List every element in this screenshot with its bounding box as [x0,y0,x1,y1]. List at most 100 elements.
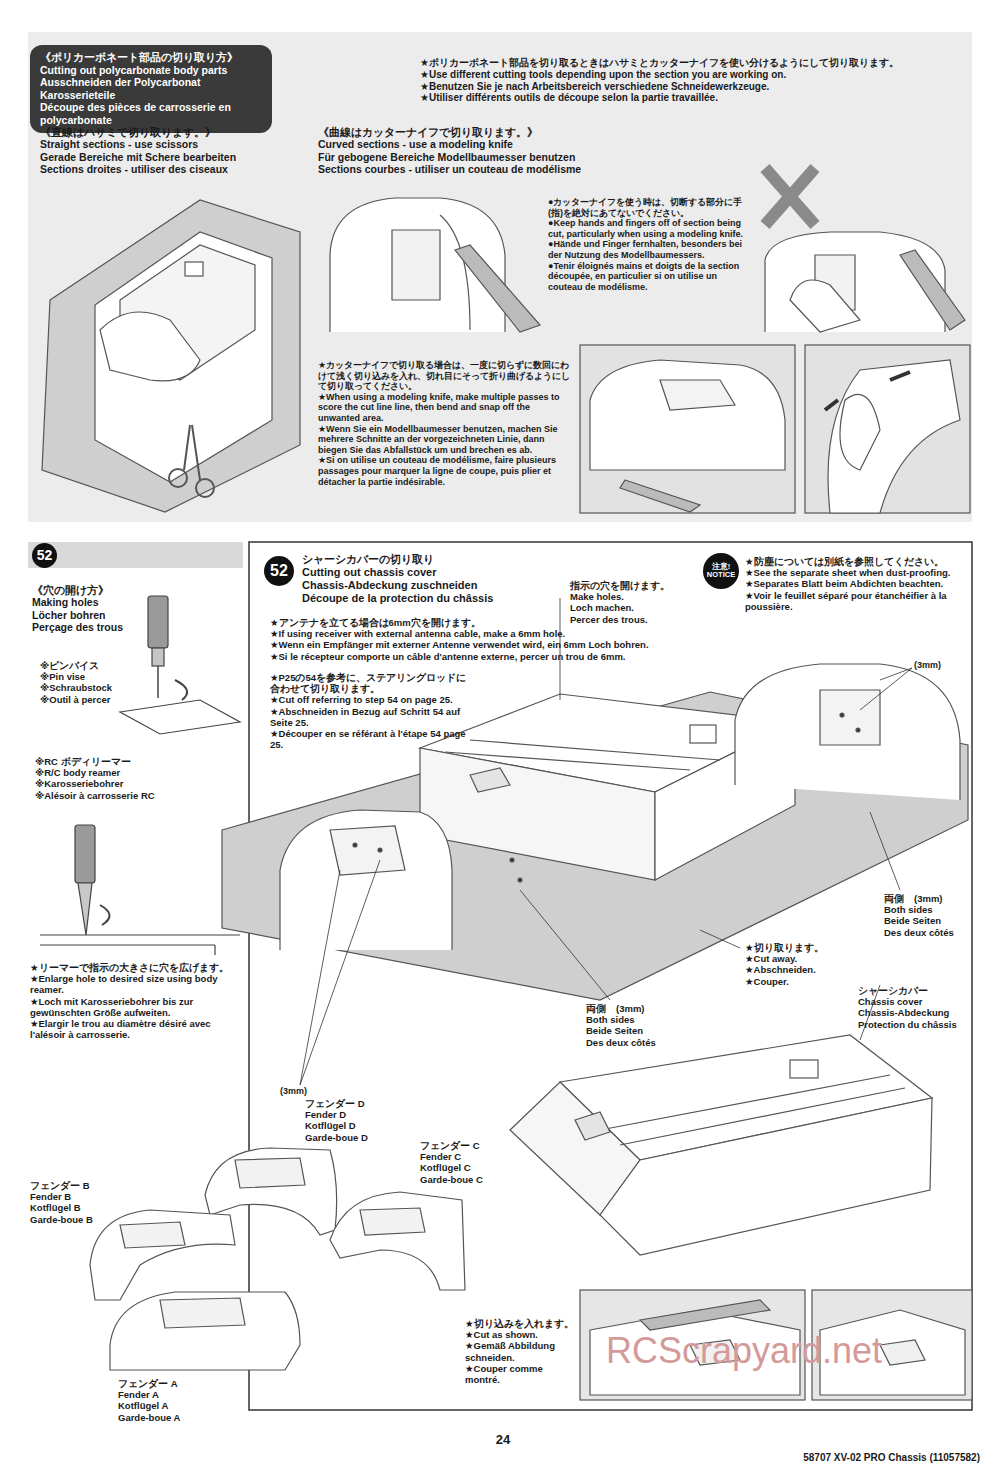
note-text: フェンダー D [305,1098,415,1109]
reamer-picture [40,825,240,955]
note-text: ※ピンバイス [40,660,145,671]
text-group: 指示の穴を開けます。Make holes.Loch machen.Percer … [570,580,700,625]
note-text: Gerade Bereiche mit Schere bearbeiten [40,151,300,163]
note-text: (3mm) [280,1086,332,1097]
note-text: Fender C [420,1151,530,1162]
heading-box: 《ポリカーボネート部品の切り取り方》Cutting out polycarbon… [30,45,272,133]
note-text: ●Tenir éloignés mains et doigts de la se… [548,261,753,293]
note-text: Perçage des trous [32,621,237,633]
note-text: 指示の穴を開けます。 [570,580,700,591]
note-text: シャーシカバー [858,985,970,996]
note-text: ★Benutzen Sie je nach Arbeitsbereich ver… [420,81,970,93]
text-group: フェンダー AFender AKotflügel AGarde-boue A [118,1378,228,1423]
reamer-picture-part [78,883,92,935]
step-band-part [28,542,243,568]
note-text: ★P25の54を参考に、ステアリングロッドに合わせて切り取ります。 [270,672,470,694]
cross-mark-part [765,168,815,225]
note-text: Kotflügel A [118,1400,228,1411]
note-text: ※Karosseriebohrer [35,778,240,789]
chassis-cover-sheet-part [735,664,960,800]
note-text: ●カッターナイフを使う時は、切断する部分に手(指)を絶対にあてないでください。 [548,197,753,218]
note-text: ★Si on utilise un couteau de modélisme, … [318,455,573,487]
note-text: ★Abschneiden. [745,964,855,975]
note-text: ★Si le récepteur comporte un câble d'ant… [270,651,730,662]
note-text: ★If using receiver with external antenna… [270,628,730,639]
text-group: ★カッターナイフで切り取る場合は、一度に切らずに数回にわけて浅く切り込みを入れ、… [318,360,573,487]
note-text: Straight sections - use scissors [40,138,300,150]
top-panel-part [28,32,972,522]
note-text: ★防塵については別紙を参照してください。 [745,556,967,567]
knife-picture-part [440,215,470,330]
note-text: (3mm) [914,660,966,671]
fender-parts-part [330,1192,465,1290]
note-text: Des deux côtés [586,1037,686,1048]
note-text: ★See the separate sheet when dust-proofi… [745,567,967,578]
note-text: 24 [488,1432,518,1447]
text-group: ★アンテナを立てる場合は6mm穴を開けます。★If using receiver… [270,617,730,662]
top-panel [28,32,972,522]
chassis-cover-sheet-part [280,810,452,950]
note-text: Chassis-Abdeckung zuschneiden [302,579,547,592]
snap-off-pictures-part [580,345,795,513]
note-text: Löcher bohren [32,609,237,621]
note-text: ★切り取ります。 [745,942,855,953]
step-number: 52 [32,543,57,568]
note-text: ★Couper. [745,976,855,987]
text-group: ※RC ボディリーマー※R/C body reamer※Karosseriebo… [35,756,240,801]
chassis-cover-sheet-part [353,843,357,847]
note-text: ★Enlarge hole to desired size using body… [30,973,245,995]
exploded-cover [510,1035,932,1255]
note-text: Both sides [586,1014,686,1025]
chassis-cover-sheet-part [445,740,720,770]
note-text: Chassis-Abdeckung [858,1007,970,1018]
note-text: Garde-boue B [30,1214,110,1225]
wrong-grip-picture-part [790,280,860,332]
knife-picture [330,198,540,332]
note-text: RCScrapyard.net [606,1330,976,1372]
note-text: Für gebogene Bereiche Modellbaumesser be… [318,151,618,163]
note-text: ★ポリカーボネート部品を切り取るときはハサミとカッターナイフを使い分けるようにし… [420,57,970,69]
note-text: ★Use different cutting tools depending u… [420,69,970,81]
exploded-cover-part [790,1060,818,1078]
chassis-cover-sheet [222,664,968,1000]
pin-vise-picture-part [148,596,168,648]
chassis-cover-sheet-part [420,748,655,880]
note-text: Des deux côtés [884,927,972,938]
fender-parts-part [160,1298,245,1328]
note-text: ★Loch mit Karosseriebohrer bis zur gewün… [30,996,245,1018]
heading-text: 《ポリカーボネート部品の切り取り方》 [40,51,262,64]
note-text: ★Cut away. [745,953,855,964]
note-text: Kotflügel D [305,1120,415,1131]
fender-parts-part [90,1210,235,1300]
leader-lines-part [860,668,912,710]
snap-off-pictures-part [590,360,785,470]
note-text: ★Elargir le trou au diamètre désiré avec… [30,1018,245,1040]
reamer-picture-part [75,825,95,883]
note-text: ★カッターナイフで切り取る場合は、一度に切らずに数回にわけて浅く切り込みを入れ、… [318,360,573,392]
note-text: Beide Seiten [884,915,972,926]
note-text: ★Separates Blatt beim Abdichten beachten… [745,578,967,589]
text-group: ★リーマーで指示の大きさに穴を広げます。★Enlarge hole to des… [30,962,245,1040]
step-number: 52 [264,556,294,586]
scissors-picture-part [184,425,200,480]
exploded-cover-part [600,1075,905,1145]
note-text: 58707 XV-02 PRO Chassis (11057582) [740,1452,980,1464]
text-group: RCScrapyard.net [606,1330,976,1372]
heading-text: Découpe des pièces de carrosserie en pol… [40,101,262,126]
note-text: Découpe de la protection du châssis [302,592,547,605]
note-text: Both sides [884,904,972,915]
chassis-cover-sheet-part [470,768,510,792]
knife-picture-part [455,245,540,332]
chassis-cover-sheet-part [510,858,514,862]
wrong-grip-picture [765,232,965,332]
note-text: ※Outil à percer [40,694,145,705]
text-group: 両側 (3mm)Both sidesBeide SeitenDes deux c… [586,1003,686,1048]
pin-vise-picture-part [120,700,240,734]
text-group: (3mm) [280,1086,332,1097]
text-group: ★切り込みを入れます。★Cut as shown.★Gemäß Abbildun… [465,1318,577,1385]
note-text: 両側 (3mm) [884,893,972,904]
pin-vise-picture-part [152,648,164,666]
note-text: ★When using a modeling knife, make multi… [318,392,573,424]
text-group: ●カッターナイフを使う時は、切断する部分に手(指)を絶対にあてないでください。 ●… [548,197,753,292]
chassis-cover-sheet-part [840,713,844,717]
